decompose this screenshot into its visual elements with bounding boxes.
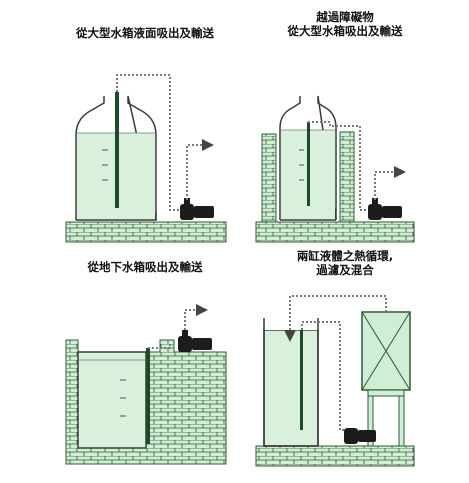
- panel-tank-top: [65, 74, 227, 243]
- brick-wall-icon: [339, 131, 355, 223]
- caption-line: 兩缸液體之熱循環,: [296, 249, 394, 263]
- panel-underground: [65, 304, 227, 465]
- flow-line: [308, 121, 370, 211]
- flow-arrow-icon: [374, 166, 406, 200]
- flow-line: [116, 74, 182, 211]
- tank-icon: [361, 311, 411, 447]
- tank-icon: [77, 351, 147, 449]
- caption-circulation: 兩缸液體之熱循環, 過濾及混合: [260, 249, 430, 277]
- flow-arrow-icon: [284, 295, 387, 342]
- caption-line: 從大型水箱液面吸出及輸送: [76, 26, 214, 40]
- caption-underground: 從地下水箱吸出及輸送: [60, 260, 230, 274]
- pump-icon: [180, 198, 214, 220]
- panel-over-obstacle: [255, 95, 415, 243]
- brick-wall-icon: [255, 445, 415, 467]
- caption-line: 過濾及混合: [316, 263, 374, 277]
- brick-wall-icon: [255, 221, 415, 243]
- brick-wall-icon: [65, 221, 227, 243]
- tank-icon: [263, 329, 319, 447]
- caption-line: 從大型水箱吸出及輸送: [287, 24, 403, 38]
- pump-icon: [178, 330, 212, 352]
- caption-tank-top: 從大型水箱液面吸出及輸送: [60, 26, 230, 40]
- flow-arrow-icon: [184, 304, 208, 330]
- caption-over-obstacle: 越過障礙物 從大型水箱吸出及輸送: [260, 10, 430, 38]
- tank-icon: [279, 95, 337, 221]
- flow-line: [148, 342, 171, 349]
- caption-line: 越過障礙物: [316, 10, 374, 24]
- pump-icon: [368, 198, 402, 220]
- caption-line: 從地下水箱吸出及輸送: [87, 260, 203, 274]
- pump-icon: [344, 428, 376, 444]
- tank-icon: [75, 95, 157, 221]
- flow-arrow-icon: [186, 139, 214, 200]
- flow-line: [301, 321, 346, 431]
- panel-circulation: [255, 295, 415, 467]
- brick-wall-icon: [261, 133, 277, 223]
